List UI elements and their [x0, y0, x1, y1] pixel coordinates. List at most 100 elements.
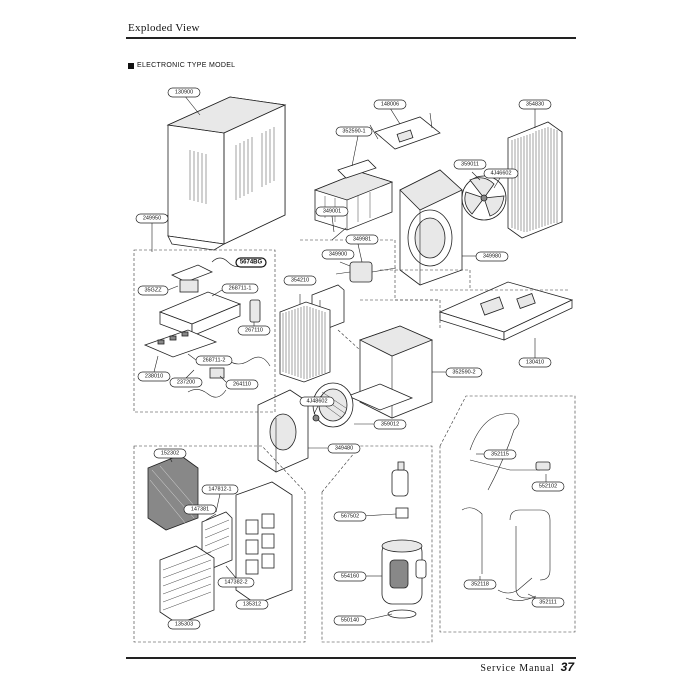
label-compressor: 554160 — [333, 571, 382, 582]
label-ctrl-g: 237200 — [169, 369, 203, 388]
label-drain: 349001 — [315, 206, 349, 233]
bracket-part — [313, 159, 394, 231]
svg-text:249950: 249950 — [143, 216, 161, 222]
svg-text:349001: 349001 — [323, 209, 341, 215]
svg-text:352111: 352111 — [539, 600, 557, 606]
footer-rule — [126, 657, 576, 659]
label-louver-a: 147812-1 — [201, 484, 239, 513]
orifice-part — [257, 389, 309, 473]
footer-manual-title: Service Manual — [480, 663, 555, 674]
label-blower: 359012 — [354, 419, 407, 430]
svg-text:130410: 130410 — [526, 360, 544, 366]
svg-text:5674BG: 5674BG — [240, 260, 263, 266]
base-pan-part — [438, 281, 574, 341]
svg-text:349981: 349981 — [353, 237, 371, 243]
label-blower-clip: 4J48602 — [299, 396, 335, 415]
svg-text:567502: 567502 — [341, 514, 359, 520]
label-top-plate: 148006 — [373, 99, 407, 125]
svg-text:268711-2: 268711-2 — [203, 358, 226, 364]
label-ctrl-b: 5674BG — [235, 257, 267, 268]
svg-text:147381: 147381 — [191, 507, 209, 513]
label-louver-b: 147381 — [183, 504, 217, 521]
fan-blade-part — [461, 175, 507, 221]
svg-text:349480: 349480 — [335, 446, 353, 452]
control-box-panel — [133, 249, 276, 413]
label-ctrl-d: 267110 — [237, 322, 271, 336]
compressor-panel — [321, 445, 433, 643]
motor-part — [331, 227, 397, 283]
front-grille-panel — [133, 445, 306, 643]
blower-part — [312, 382, 354, 428]
label-grille: 135303 — [167, 619, 201, 630]
svg-text:352115: 352115 — [491, 452, 509, 458]
label-ctrl-a: 35GZZ — [137, 285, 179, 296]
label-evaporator: 354210 — [283, 275, 317, 304]
svg-text:268711-1: 268711-1 — [229, 286, 252, 292]
label-ctrl-f: 238010 — [137, 355, 171, 382]
svg-text:552102: 552102 — [539, 484, 557, 490]
piping-panel — [439, 395, 576, 633]
label-front-panel: 135312 — [235, 599, 269, 610]
label-comp-b: 550140 — [333, 613, 393, 626]
label-shroud: 349980 — [462, 251, 509, 262]
svg-text:135303: 135303 — [175, 622, 193, 628]
label-ctrl-c: 268711-1 — [211, 283, 259, 297]
svg-text:352590-2: 352590-2 — [452, 370, 475, 376]
label-pipe-a: 352115 — [476, 449, 517, 460]
svg-text:354830: 354830 — [526, 102, 544, 108]
svg-text:35GZZ: 35GZZ — [144, 288, 162, 294]
model-subtitle: ELECTRONIC TYPE MODEL — [128, 62, 235, 69]
svg-text:264110: 264110 — [233, 382, 251, 388]
svg-text:148006: 148006 — [381, 102, 399, 108]
svg-text:135312: 135312 — [243, 602, 261, 608]
svg-text:550140: 550140 — [341, 618, 359, 624]
svg-text:349900: 349900 — [329, 252, 347, 258]
svg-text:349980: 349980 — [483, 254, 501, 260]
label-motor: 349900 — [321, 249, 355, 267]
svg-text:4J48602: 4J48602 — [306, 399, 327, 405]
label-bracket: 352590-1 — [335, 126, 373, 167]
svg-text:354210: 354210 — [291, 278, 309, 284]
svg-text:238010: 238010 — [145, 374, 163, 380]
svg-text:130900: 130900 — [175, 90, 193, 96]
header-rule — [126, 37, 576, 39]
svg-text:352590-1: 352590-1 — [342, 129, 365, 135]
svg-text:267110: 267110 — [245, 328, 263, 334]
svg-text:554160: 554160 — [341, 574, 359, 580]
page-footer: Service Manual 37 — [480, 660, 574, 674]
label-pipe-c: 352118 — [463, 576, 497, 590]
svg-text:359011: 359011 — [461, 162, 479, 168]
label-pipe-b: 552102 — [531, 474, 565, 492]
svg-text:152302: 152302 — [161, 451, 179, 457]
svg-text:147812-1: 147812-1 — [208, 487, 231, 493]
label-fan-blade: 359011 — [453, 159, 487, 181]
label-motor-mount: 349981 — [345, 234, 379, 263]
label-filter: 152302 — [153, 448, 187, 463]
top-plate-part — [369, 112, 441, 150]
svg-text:352118: 352118 — [471, 582, 489, 588]
label-condenser: 354830 — [518, 99, 552, 128]
svg-text:147382-2: 147382-2 — [224, 580, 247, 586]
label-ctrl-e: 268711-2 — [187, 353, 233, 366]
label-comp-a: 567502 — [333, 511, 397, 522]
label-orifice: 349480 — [308, 443, 361, 454]
air-guide-part — [346, 325, 434, 419]
square-bullet-icon — [128, 62, 134, 69]
label-louver-c: 147382-2 — [217, 565, 255, 588]
condenser-part — [507, 121, 563, 239]
label-base-pan: 130410 — [518, 338, 552, 368]
page-header-title: Exploded View — [128, 22, 200, 34]
label-pipe-d: 352111 — [527, 593, 565, 608]
label-air-guide: 352590-2 — [432, 367, 483, 378]
label-cabinet: 130900 — [167, 87, 201, 116]
evaporator-part — [279, 301, 331, 383]
svg-text:359012: 359012 — [381, 422, 399, 428]
model-subtitle-text: ELECTRONIC TYPE MODEL — [137, 62, 236, 69]
label-cab-side: 249950 — [135, 213, 169, 252]
svg-text:237200: 237200 — [177, 380, 195, 386]
label-ctrl-h: 264110 — [219, 375, 259, 390]
cabinet-part — [166, 96, 287, 251]
svg-text:4J46602: 4J46602 — [490, 171, 511, 177]
label-fan-clip: 4J46602 — [483, 168, 519, 189]
